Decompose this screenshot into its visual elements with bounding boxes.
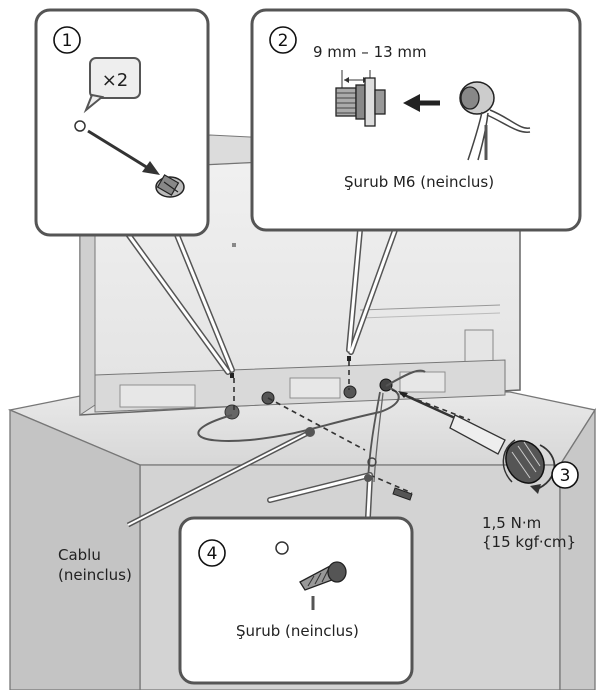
cable-loop-icon <box>459 81 531 161</box>
screw-icon-step-1 <box>155 174 185 198</box>
screwdriver-illustration <box>398 391 556 494</box>
step-3-group: 3 1,5 N·m {15 kgf·cm} <box>482 461 579 551</box>
screw-depth-icon <box>335 77 386 127</box>
step-2-number: 2 <box>278 31 289 51</box>
step-3-badge <box>551 461 579 489</box>
step-4-screw-label: Şurub (neinclus) <box>236 622 359 640</box>
wood-screw-icon <box>299 561 347 591</box>
washer-icon <box>275 541 289 555</box>
step-4-number: 4 <box>207 544 218 564</box>
callout-box-step-4: 4 Şurub (neinclus) <box>178 516 414 685</box>
step-4-badge <box>198 539 226 567</box>
cable-label: Cablu <box>58 546 101 564</box>
cable-sublabel: (neinclus) <box>58 566 132 584</box>
callout-box-step-2: 2 9 mm – 13 mm <box>250 8 582 232</box>
hole-cap-icon <box>74 120 86 132</box>
torque-value: 1,5 N·m <box>482 514 541 532</box>
step-1-number: 1 <box>62 31 73 51</box>
step-2-screw-label: Şurub M6 (neinclus) <box>344 173 494 191</box>
quantity-bubble <box>89 57 141 99</box>
callout-box-step-1: 1 ×2 <box>34 8 210 237</box>
step-1-badge <box>53 26 81 54</box>
cable-illustration <box>197 369 426 483</box>
step-1-quantity: ×2 <box>102 70 129 91</box>
cable-screw-illustration <box>392 487 413 501</box>
cable-pointer <box>126 427 372 528</box>
step-2-measurement: 9 mm – 13 mm <box>313 43 427 61</box>
step-3-number: 3 <box>560 466 571 486</box>
step-2-badge <box>269 26 297 54</box>
torque-kgf: {15 kgf·cm} <box>482 533 576 551</box>
cable-label-group: Cablu (neinclus) <box>58 546 132 584</box>
callout-pointer-fills <box>123 228 397 577</box>
